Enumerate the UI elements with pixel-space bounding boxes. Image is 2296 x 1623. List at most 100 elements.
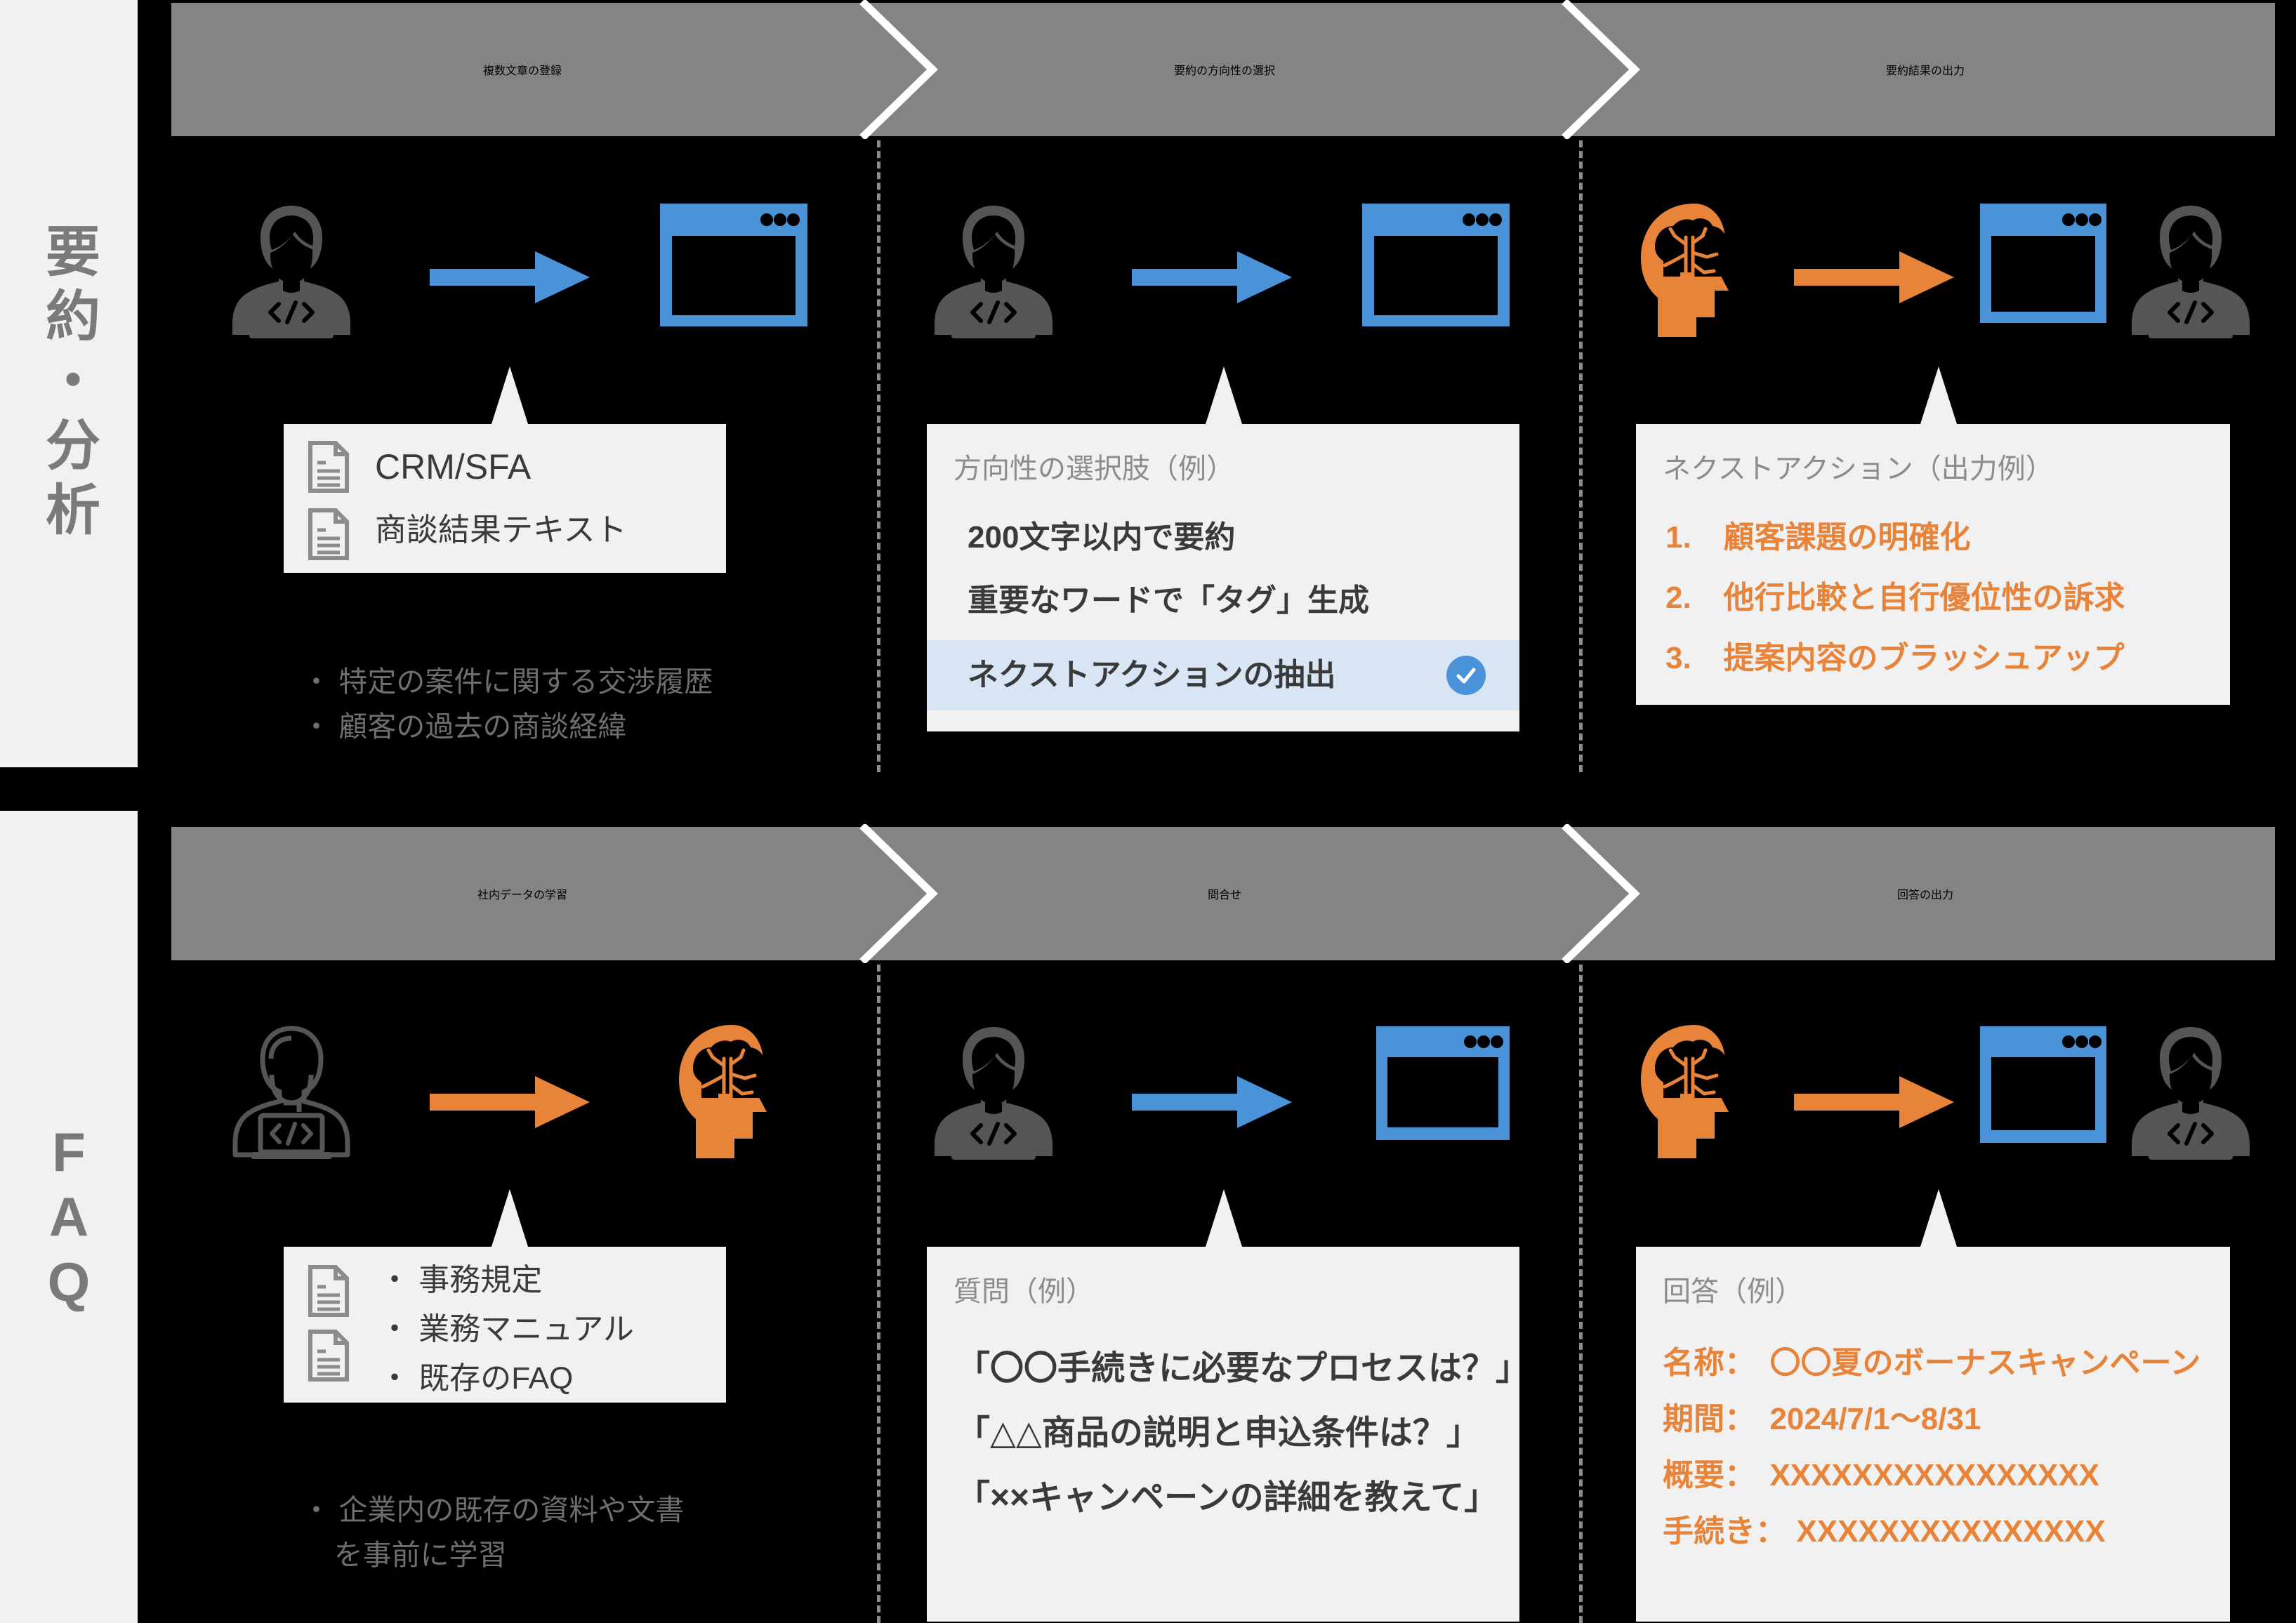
direction-option-0-label: 200文字以内で要約 <box>968 520 1236 555</box>
browser-window-icon <box>1980 1026 2106 1143</box>
answer-row-2-value: XXXXXXXXXXXXXXXX <box>1769 1458 2100 1492</box>
document-icon <box>308 1330 349 1382</box>
answer-card-title: 回答（例） <box>1663 1276 1803 1307</box>
answer-row-3-value: XXXXXXXXXXXXXXX <box>1796 1514 2106 1549</box>
next-action-item: 1. 顧客課題の明確化 <box>1665 522 2230 553</box>
brain-head-ai-icon <box>1641 204 1729 337</box>
document-icon <box>308 508 349 560</box>
arrow-right-icon <box>430 1076 590 1128</box>
check-circle-icon <box>1446 656 1486 695</box>
arrow-right-icon <box>1794 1076 1954 1128</box>
step-header-r2c2-label: 問合せ <box>1207 889 1241 901</box>
next-action-item-1-text: 他行比較と自行優位性の訴求 <box>1723 581 2125 615</box>
developer-person-icon <box>2132 206 2250 338</box>
step-header-r2c1[interactable]: 社内データの学習 <box>171 827 873 960</box>
developer-person-icon <box>2132 1027 2250 1160</box>
step-header-r1c2-label: 要約の方向性の選択 <box>1173 65 1275 77</box>
callout-card-next-action: ネクストアクション（出力例） 1. 顧客課題の明確化 2. 他行比較と自行優位性… <box>1636 424 2230 705</box>
next-action-item: 2. 他行比較と自行優位性の訴求 <box>1665 583 2230 614</box>
callout-pointer-answer <box>1920 1189 1957 1247</box>
browser-window-icon <box>1980 204 2106 323</box>
answer-row-3-label: 手続き： <box>1663 1514 1786 1549</box>
arrow-right-icon <box>1794 251 1954 303</box>
document-icon <box>308 1265 349 1317</box>
answer-row-2-label: 概要： <box>1663 1458 1755 1492</box>
column-divider-r2-1 <box>877 965 880 1623</box>
next-action-item-0-text: 顧客課題の明確化 <box>1723 520 1971 555</box>
answer-row: 手続き： XXXXXXXXXXXXXXX <box>1663 1516 2230 1547</box>
step-header-r1c3[interactable]: 要約結果の出力 <box>1576 3 2275 136</box>
rail-faq-letter-f: F <box>52 1121 86 1184</box>
direction-option-2[interactable]: ネクストアクションの抽出 <box>927 640 1519 710</box>
step-header-r2c3-label: 回答の出力 <box>1896 889 1953 901</box>
arrow-right-icon <box>1132 251 1292 303</box>
crm-item-1: 商談結果テキスト <box>375 512 627 548</box>
answer-row-1-label: 期間： <box>1663 1402 1755 1436</box>
arrow-right-icon <box>430 251 590 303</box>
callout-card-question: 質問（例） 「〇〇手続きに必要なプロセスは？」 「△△商品の説明と申込条件は？」… <box>927 1247 1529 1622</box>
answer-row: 名称： 〇〇夏のボーナスキャンペーン <box>1663 1348 2230 1379</box>
question-item-2: 「××キャンペーンの詳細を教えて」 <box>956 1479 1498 1516</box>
step-header-r1c1-label: 複数文章の登録 <box>482 65 562 77</box>
step-header-r2c3[interactable]: 回答の出力 <box>1576 827 2275 960</box>
rail-faq-letter-q: Q <box>47 1250 91 1313</box>
callout-pointer-crm <box>491 366 528 424</box>
column-divider-r1-2 <box>1579 140 1583 772</box>
step-header-r2c1-label: 社内データの学習 <box>477 889 567 901</box>
next-action-item: 3. 提案内容のブラッシュアップ <box>1665 643 2230 674</box>
direction-card-title: 方向性の選択肢（例） <box>954 453 1234 484</box>
callout-card-crm: CRM/SFA 商談結果テキスト <box>284 424 726 573</box>
rail-faq-label: F A Q <box>48 1120 91 1313</box>
developer-person-icon <box>935 206 1053 338</box>
developer-person-icon <box>232 206 350 338</box>
step-header-r1c2[interactable]: 要約の方向性の選択 <box>873 3 1576 136</box>
process-header-bar-row1 <box>171 3 2275 136</box>
rail-faq: F A Q <box>0 811 138 1623</box>
next-action-item-1-num: 2. <box>1665 581 1691 615</box>
rail-faq-letter-a: A <box>48 1186 89 1248</box>
direction-option-1-label: 重要なワードで「タグ」生成 <box>968 583 1369 618</box>
column-divider-r1-1 <box>877 140 880 772</box>
internal-docs-item-2: ・ 既存のFAQ <box>379 1361 574 1396</box>
callout-pointer-direction <box>1206 366 1242 424</box>
browser-window-icon <box>1376 1026 1510 1140</box>
answer-row: 概要： XXXXXXXXXXXXXXXX <box>1663 1460 2230 1491</box>
callout-card-answer: 回答（例） 名称： 〇〇夏のボーナスキャンペーン 期間： 2024/7/1〜8/… <box>1636 1247 2230 1622</box>
question-item-0: 「〇〇手続きに必要なプロセスは？」 <box>956 1350 1530 1387</box>
answer-row-1-value: 2024/7/1〜8/31 <box>1769 1402 1981 1436</box>
next-action-card-title: ネクストアクション（出力例） <box>1663 453 2054 484</box>
browser-window-icon <box>660 204 807 326</box>
question-item-1: 「△△商品の説明と申込条件は？」 <box>956 1415 1480 1452</box>
rail-summary-analysis: 要約・分析 <box>0 0 138 767</box>
answer-row-0-label: 名称： <box>1663 1346 1755 1380</box>
crm-item-0: CRM/SFA <box>375 447 532 486</box>
process-header-bar-row2 <box>171 827 2275 960</box>
callout-card-internal-docs: ・ 事務規定 ・ 業務マニュアル ・ 既存のFAQ <box>284 1247 726 1403</box>
note-crm: ・ 特定の案件に関する交渉履歴 ・ 顧客の過去の商談経緯 <box>302 665 713 743</box>
step-header-r1c1[interactable]: 複数文章の登録 <box>171 3 873 136</box>
next-action-item-0-num: 1. <box>1665 520 1691 555</box>
internal-docs-item-0: ・ 事務規定 <box>379 1263 543 1297</box>
direction-option-2-label: ネクストアクションの抽出 <box>968 658 1336 692</box>
document-icon <box>308 441 349 493</box>
callout-pointer-internal-docs <box>491 1189 528 1247</box>
note-internal-docs: ・ 企業内の既存の資料や文書 を事前に学習 <box>302 1494 685 1571</box>
browser-window-icon <box>1362 204 1510 326</box>
column-divider-r2-2 <box>1579 965 1583 1623</box>
internal-docs-item-1: ・ 業務マニュアル <box>379 1312 634 1346</box>
step-header-r1c3-label: 要約結果の出力 <box>1885 65 1965 77</box>
step-header-r2c2[interactable]: 問合せ <box>873 827 1576 960</box>
arrow-right-icon <box>1132 1076 1292 1128</box>
direction-option-1[interactable]: 重要なワードで「タグ」生成 <box>927 585 1519 616</box>
answer-row-0-value: 〇〇夏のボーナスキャンペーン <box>1769 1346 2201 1380</box>
next-action-item-2-num: 3. <box>1665 641 1691 675</box>
brain-head-ai-icon <box>1641 1025 1729 1158</box>
answer-row: 期間： 2024/7/1〜8/31 <box>1663 1404 2230 1435</box>
question-card-title: 質問（例） <box>954 1276 1094 1307</box>
brain-head-ai-icon <box>679 1025 767 1158</box>
direction-option-0[interactable]: 200文字以内で要約 <box>927 522 1519 553</box>
callout-pointer-question <box>1206 1189 1242 1247</box>
callout-pointer-next-action <box>1920 366 1957 424</box>
next-action-item-2-text: 提案内容のブラッシュアップ <box>1723 641 2125 675</box>
